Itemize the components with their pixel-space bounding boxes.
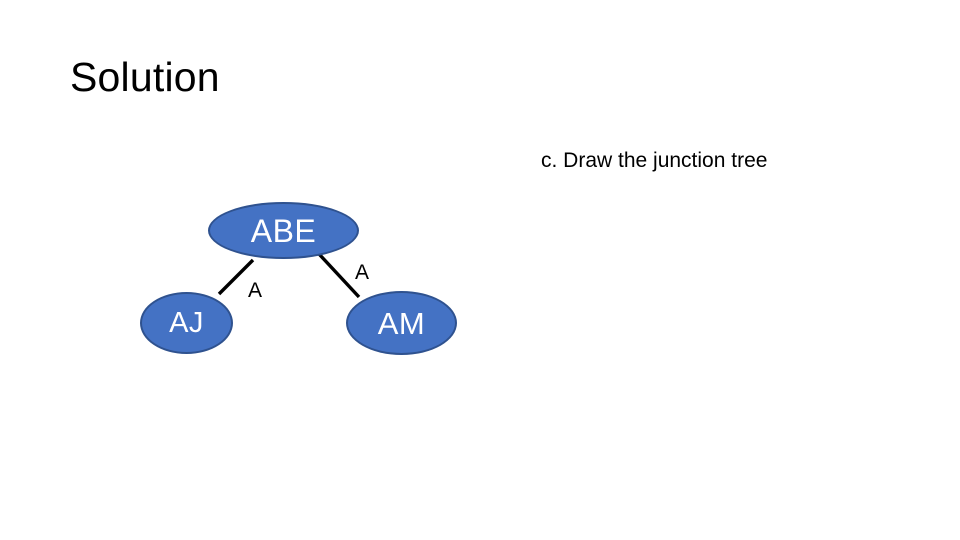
edge-label-abe-aj: A xyxy=(248,279,263,302)
node-am[interactable]: AM xyxy=(346,291,457,355)
question-caption: c. Draw the junction tree xyxy=(541,149,768,172)
node-abe[interactable]: ABE xyxy=(208,202,359,259)
node-aj[interactable]: AJ xyxy=(140,292,233,354)
page-title: Solution xyxy=(70,54,220,100)
edge-label-abe-am: A xyxy=(355,261,370,284)
edge-abe-am xyxy=(317,252,361,299)
